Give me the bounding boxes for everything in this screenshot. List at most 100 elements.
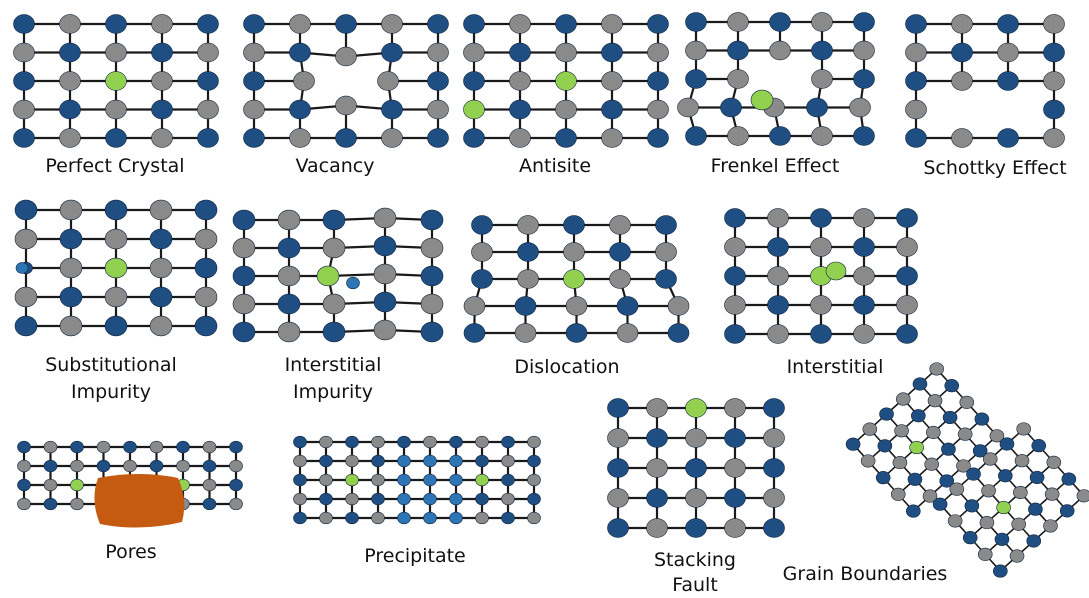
- atom: [724, 518, 746, 538]
- atom: [232, 293, 256, 315]
- atom: [527, 511, 541, 525]
- atom: [896, 266, 918, 286]
- atom: [202, 440, 217, 454]
- atom: [769, 126, 791, 146]
- atom: [70, 440, 84, 454]
- atom: [853, 208, 875, 228]
- atom: [727, 69, 749, 89]
- atom: [335, 95, 357, 116]
- atom: [13, 128, 35, 148]
- atom: [962, 531, 978, 545]
- atom: [345, 454, 359, 468]
- atom: [17, 459, 31, 473]
- atom: [501, 473, 515, 487]
- atom: [471, 242, 493, 262]
- atom: [994, 532, 1010, 546]
- atom: [972, 444, 988, 458]
- atom: [371, 435, 385, 449]
- atom: [319, 511, 333, 525]
- atom: [1043, 519, 1058, 533]
- atom: [243, 71, 265, 91]
- atom: [555, 71, 577, 91]
- atom: [423, 473, 437, 487]
- atom: [677, 97, 699, 118]
- atom: [501, 454, 515, 468]
- atom: [555, 14, 577, 34]
- atom: [423, 435, 437, 449]
- atom: [944, 379, 960, 393]
- atom: [104, 257, 128, 279]
- atom: [345, 473, 359, 487]
- atom: [810, 324, 832, 344]
- grain-boundaries-lattice: [845, 362, 1089, 578]
- atom: [655, 269, 677, 289]
- atom: [194, 315, 218, 337]
- label-substitutional-impurity-line1: Substitutional: [45, 354, 177, 376]
- atom: [176, 440, 190, 454]
- atom: [607, 428, 629, 448]
- atom: [647, 128, 669, 148]
- atom: [906, 504, 921, 518]
- atom: [616, 296, 639, 316]
- atom: [767, 208, 789, 228]
- atom: [514, 296, 537, 316]
- atom: [243, 128, 265, 148]
- atom: [420, 237, 444, 259]
- atom: [397, 473, 411, 487]
- atom: [371, 492, 385, 506]
- atom: [243, 99, 265, 120]
- interstitial-impurity-lattice: [232, 207, 444, 343]
- atom: [877, 439, 893, 453]
- atom: [194, 228, 218, 250]
- atom: [293, 473, 307, 487]
- atom: [96, 440, 111, 454]
- atom: [449, 454, 463, 468]
- atom: [345, 511, 359, 525]
- atom: [767, 324, 789, 344]
- atom: [997, 128, 1019, 148]
- atom: [43, 440, 58, 454]
- atom: [724, 458, 746, 478]
- atom: [685, 488, 707, 508]
- atom: [810, 295, 832, 315]
- atom: [105, 71, 127, 91]
- atom: [316, 265, 340, 287]
- atom: [845, 437, 861, 451]
- atom: [319, 454, 333, 468]
- atom: [277, 265, 301, 287]
- atom: [105, 42, 127, 63]
- atom: [420, 321, 444, 343]
- atom: [939, 474, 955, 488]
- atom: [335, 128, 357, 148]
- atom: [862, 422, 878, 436]
- atom: [912, 377, 928, 391]
- atom: [685, 458, 707, 478]
- atom: [949, 482, 965, 496]
- atom: [229, 478, 243, 492]
- atom: [947, 514, 963, 528]
- atom: [667, 296, 690, 316]
- atom: [767, 295, 789, 315]
- atom: [853, 40, 875, 61]
- atom: [1076, 489, 1089, 503]
- atom: [685, 126, 707, 146]
- atom: [59, 286, 83, 308]
- atom: [59, 99, 81, 120]
- atom: [647, 14, 669, 34]
- atom: [43, 497, 58, 511]
- label-substitutional-impurity-line2: Impurity: [71, 381, 151, 403]
- atom: [427, 99, 449, 120]
- atom: [951, 71, 973, 91]
- label-perfect-crystal: Perfect Crystal: [45, 155, 185, 177]
- atom: [70, 497, 84, 511]
- atom: [685, 12, 707, 32]
- atom: [449, 473, 463, 487]
- atom: [13, 99, 35, 120]
- atom: [463, 71, 485, 91]
- atom: [277, 321, 301, 343]
- atom: [475, 492, 489, 506]
- atom: [509, 128, 531, 148]
- atom: [896, 324, 918, 344]
- atom: [909, 440, 924, 455]
